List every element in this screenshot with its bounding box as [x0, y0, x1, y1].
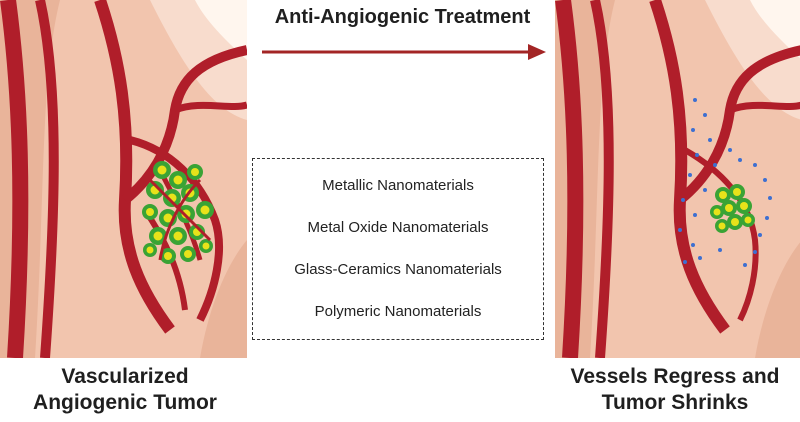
caption-line: Tumor Shrinks [601, 391, 749, 414]
regressed-tumor-illustration [555, 0, 800, 358]
nanomaterial-item: Metal Oxide Nanomaterials [307, 219, 489, 236]
regressed-tumor-caption: Vessels Regress and Tumor Shrinks [550, 364, 800, 416]
treatment-arrow [262, 44, 546, 60]
nanomaterial-item: Glass-Ceramics Nanomaterials [294, 261, 502, 278]
nanomaterial-item: Polymeric Nanomaterials [314, 303, 482, 320]
nanomaterials-box: Metallic Nanomaterials Metal Oxide Nanom… [252, 158, 544, 340]
nanomaterial-item: Metallic Nanomaterials [322, 177, 474, 194]
tumor-cells [710, 184, 755, 233]
caption-line: Vessels Regress and [570, 365, 780, 388]
treatment-title: Anti-Angiogenic Treatment [274, 6, 531, 28]
caption-line: Vascularized [61, 365, 189, 388]
nanoparticles [678, 98, 772, 267]
caption-line: Angiogenic Tumor [33, 391, 217, 414]
vascularized-tumor-illustration [0, 0, 247, 358]
vascularized-tumor-caption: Vascularized Angiogenic Tumor [0, 364, 250, 416]
